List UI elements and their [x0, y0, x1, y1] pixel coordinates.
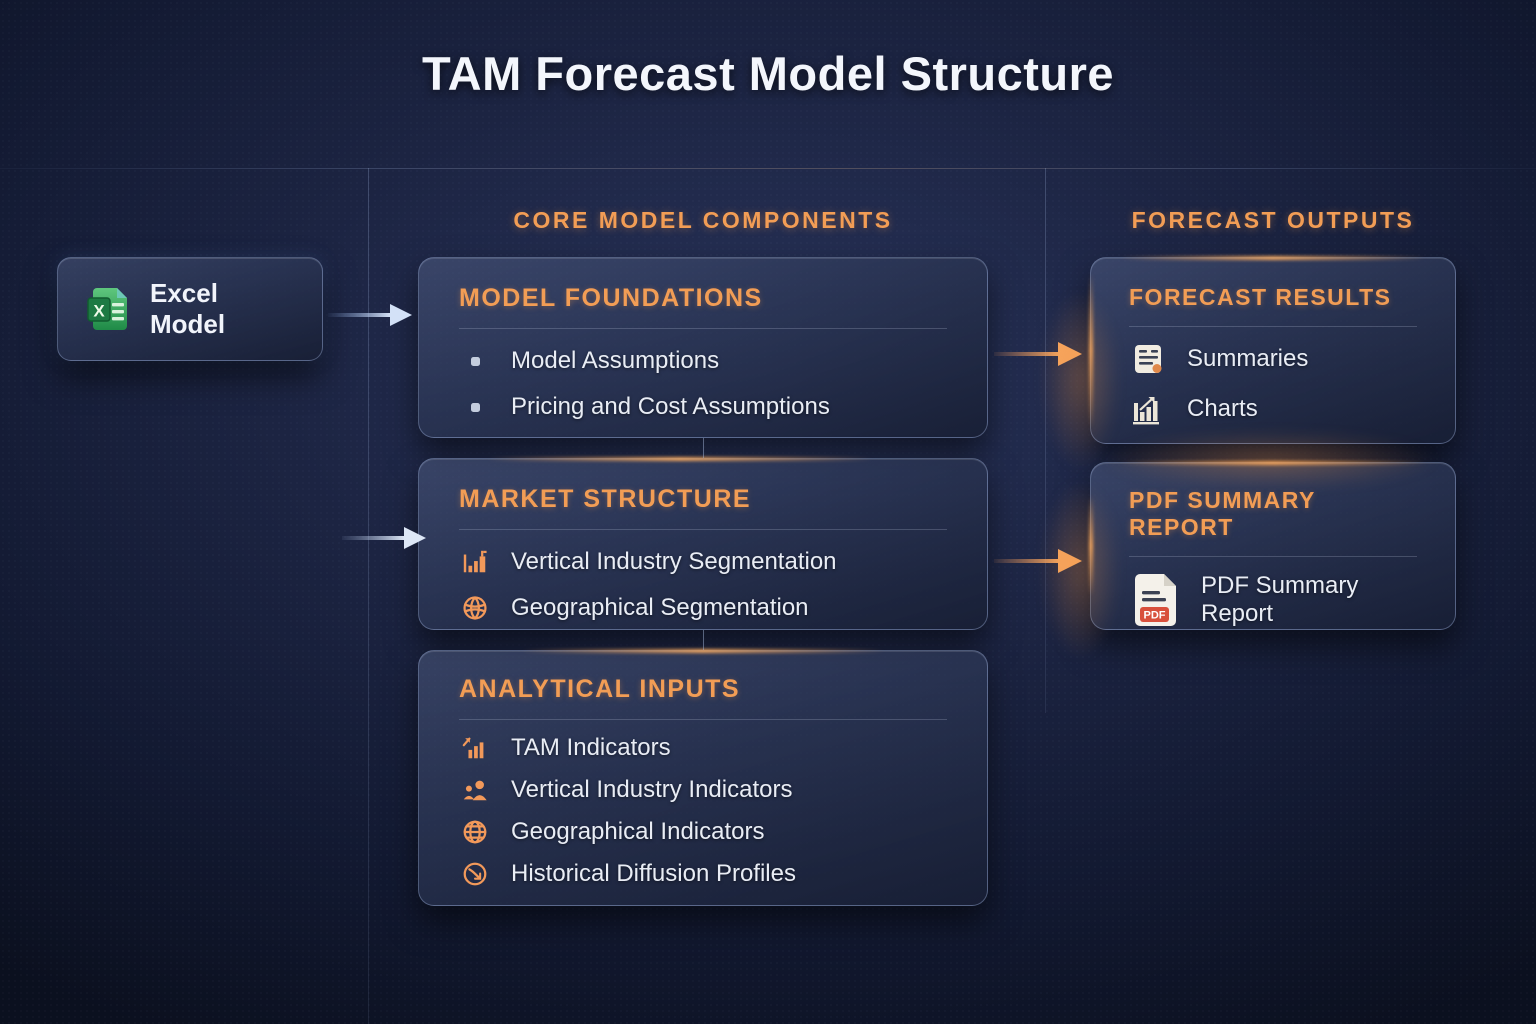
- item-label: Pricing and Cost Assumptions: [511, 393, 830, 420]
- trend-bars-icon: [459, 734, 491, 762]
- divider: [459, 328, 947, 329]
- excel-file-icon: X: [82, 283, 134, 335]
- connector-line: [703, 438, 704, 458]
- people-icon: [459, 776, 491, 804]
- model-foundations-box: MODEL FOUNDATIONS Model Assumptions Pric…: [418, 257, 988, 438]
- forecast-results-box: FORECAST RESULTS Summaries: [1089, 256, 1456, 444]
- model-foundations-title: MODEL FOUNDATIONS: [459, 284, 763, 312]
- divider: [459, 529, 947, 530]
- item-label: Model Assumptions: [511, 347, 720, 374]
- analytical-inputs-box: ANALYTICAL INPUTS TAM Indicators: [418, 649, 988, 906]
- square-bullet-icon: [459, 402, 491, 412]
- divider: [459, 719, 947, 720]
- history-curve-icon: [459, 860, 491, 888]
- industry-chart-icon: [459, 548, 491, 576]
- arrow-market-to-pdf: [994, 549, 1082, 573]
- bar-chart-icon: [1129, 391, 1167, 427]
- glow-accent: [1120, 256, 1426, 260]
- glow-accent: [1089, 496, 1093, 596]
- arrow-excel-to-foundations: [328, 304, 412, 326]
- svg-text:PDF: PDF: [1144, 610, 1166, 622]
- glow-accent: [1089, 272, 1093, 429]
- list-item: Pricing and Cost Assumptions: [459, 393, 947, 421]
- item-label: Summaries: [1187, 345, 1309, 372]
- list-item: TAM Indicators: [459, 734, 947, 762]
- globe-segments-icon: [459, 594, 491, 622]
- list-item: Vertical Industry Indicators: [459, 776, 947, 804]
- market-structure-box: MARKET STRUCTURE Vertical Industry Segme…: [418, 457, 988, 630]
- list-item: Historical Diffusion Profiles: [459, 860, 947, 888]
- glow-accent: [1120, 461, 1426, 465]
- globe-icon: [459, 818, 491, 846]
- divider-vertical-left: [368, 168, 369, 1024]
- item-label: Vertical Industry Indicators: [511, 776, 793, 803]
- item-label: TAM Indicators: [511, 734, 671, 761]
- item-label: Charts: [1187, 395, 1258, 422]
- list-item: Geographical Segmentation: [459, 594, 947, 622]
- divider: [1129, 556, 1417, 557]
- glow-accent: [487, 457, 874, 461]
- excel-model-label: Excel Model: [150, 278, 226, 339]
- list-item: PDF PDF Summary Report: [1129, 571, 1417, 629]
- item-label: PDF Summary Report: [1201, 572, 1359, 627]
- divider-vertical-right: [1045, 168, 1046, 713]
- square-bullet-icon: [459, 356, 491, 366]
- connector-line: [703, 630, 704, 650]
- item-label: Geographical Segmentation: [511, 594, 809, 621]
- core-components-header: CORE MODEL COMPONENTS: [513, 207, 893, 233]
- item-label: Historical Diffusion Profiles: [511, 860, 796, 887]
- arrow-foundations-to-results: [994, 342, 1082, 366]
- list-item: Charts: [1129, 391, 1417, 427]
- pdf-summary-report-box: PDF SUMMARY REPORT PDF PDF Summary Repor…: [1089, 461, 1456, 630]
- arrow-to-market-structure: [342, 527, 426, 549]
- item-label: Vertical Industry Segmentation: [511, 548, 837, 575]
- list-item: Summaries: [1129, 341, 1417, 377]
- excel-model-node: X Excel Model: [57, 257, 323, 361]
- document-icon: [1129, 341, 1167, 377]
- market-structure-title: MARKET STRUCTURE: [459, 485, 752, 513]
- analytical-inputs-title: ANALYTICAL INPUTS: [459, 675, 741, 703]
- divider-horizontal: [0, 168, 1536, 169]
- item-label: Geographical Indicators: [511, 818, 765, 845]
- divider: [1129, 326, 1417, 327]
- list-item: Vertical Industry Segmentation: [459, 548, 947, 576]
- svg-text:X: X: [93, 302, 105, 321]
- pdf-summary-report-title: PDF SUMMARY REPORT: [1129, 487, 1316, 540]
- forecast-outputs-header: FORECAST OUTPUTS: [1131, 207, 1415, 233]
- list-item: Model Assumptions: [459, 347, 947, 375]
- page-title: TAM Forecast Model Structure: [421, 47, 1115, 100]
- pdf-file-icon: PDF: [1129, 571, 1181, 629]
- list-item: Geographical Indicators: [459, 818, 947, 846]
- forecast-results-title: FORECAST RESULTS: [1129, 284, 1392, 310]
